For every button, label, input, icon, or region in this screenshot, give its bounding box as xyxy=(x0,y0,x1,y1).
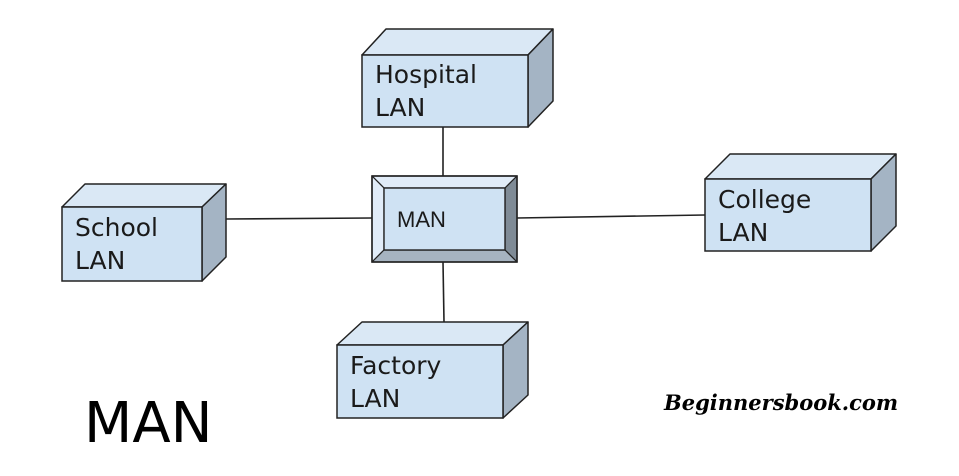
node-hospital-label-line2: LAN xyxy=(375,93,425,122)
hub-man: MAN xyxy=(371,175,518,263)
watermark-text: Beginnersbook.com xyxy=(663,390,898,415)
node-college-lan: College LAN xyxy=(704,153,897,252)
node-hospital-lan: Hospital LAN xyxy=(361,28,554,128)
diagram-title: MAN xyxy=(84,391,213,456)
edge-man-factory xyxy=(442,261,445,323)
node-factory-label-line1: Factory xyxy=(350,351,442,380)
node-school-label-line1: School xyxy=(75,213,158,242)
node-factory-lan: Factory LAN xyxy=(336,321,529,419)
connections xyxy=(225,127,706,323)
node-factory-label-line2: LAN xyxy=(350,384,400,413)
edge-man-college xyxy=(516,214,706,219)
hub-man-label: MAN xyxy=(397,207,446,232)
edge-man-school xyxy=(225,217,373,220)
node-school-label-line2: LAN xyxy=(75,246,125,275)
node-hospital-label-line1: Hospital xyxy=(375,60,477,89)
node-college-label-line1: College xyxy=(718,185,811,214)
node-school-lan: School LAN xyxy=(61,183,227,282)
node-college-label-line2: LAN xyxy=(718,218,768,247)
